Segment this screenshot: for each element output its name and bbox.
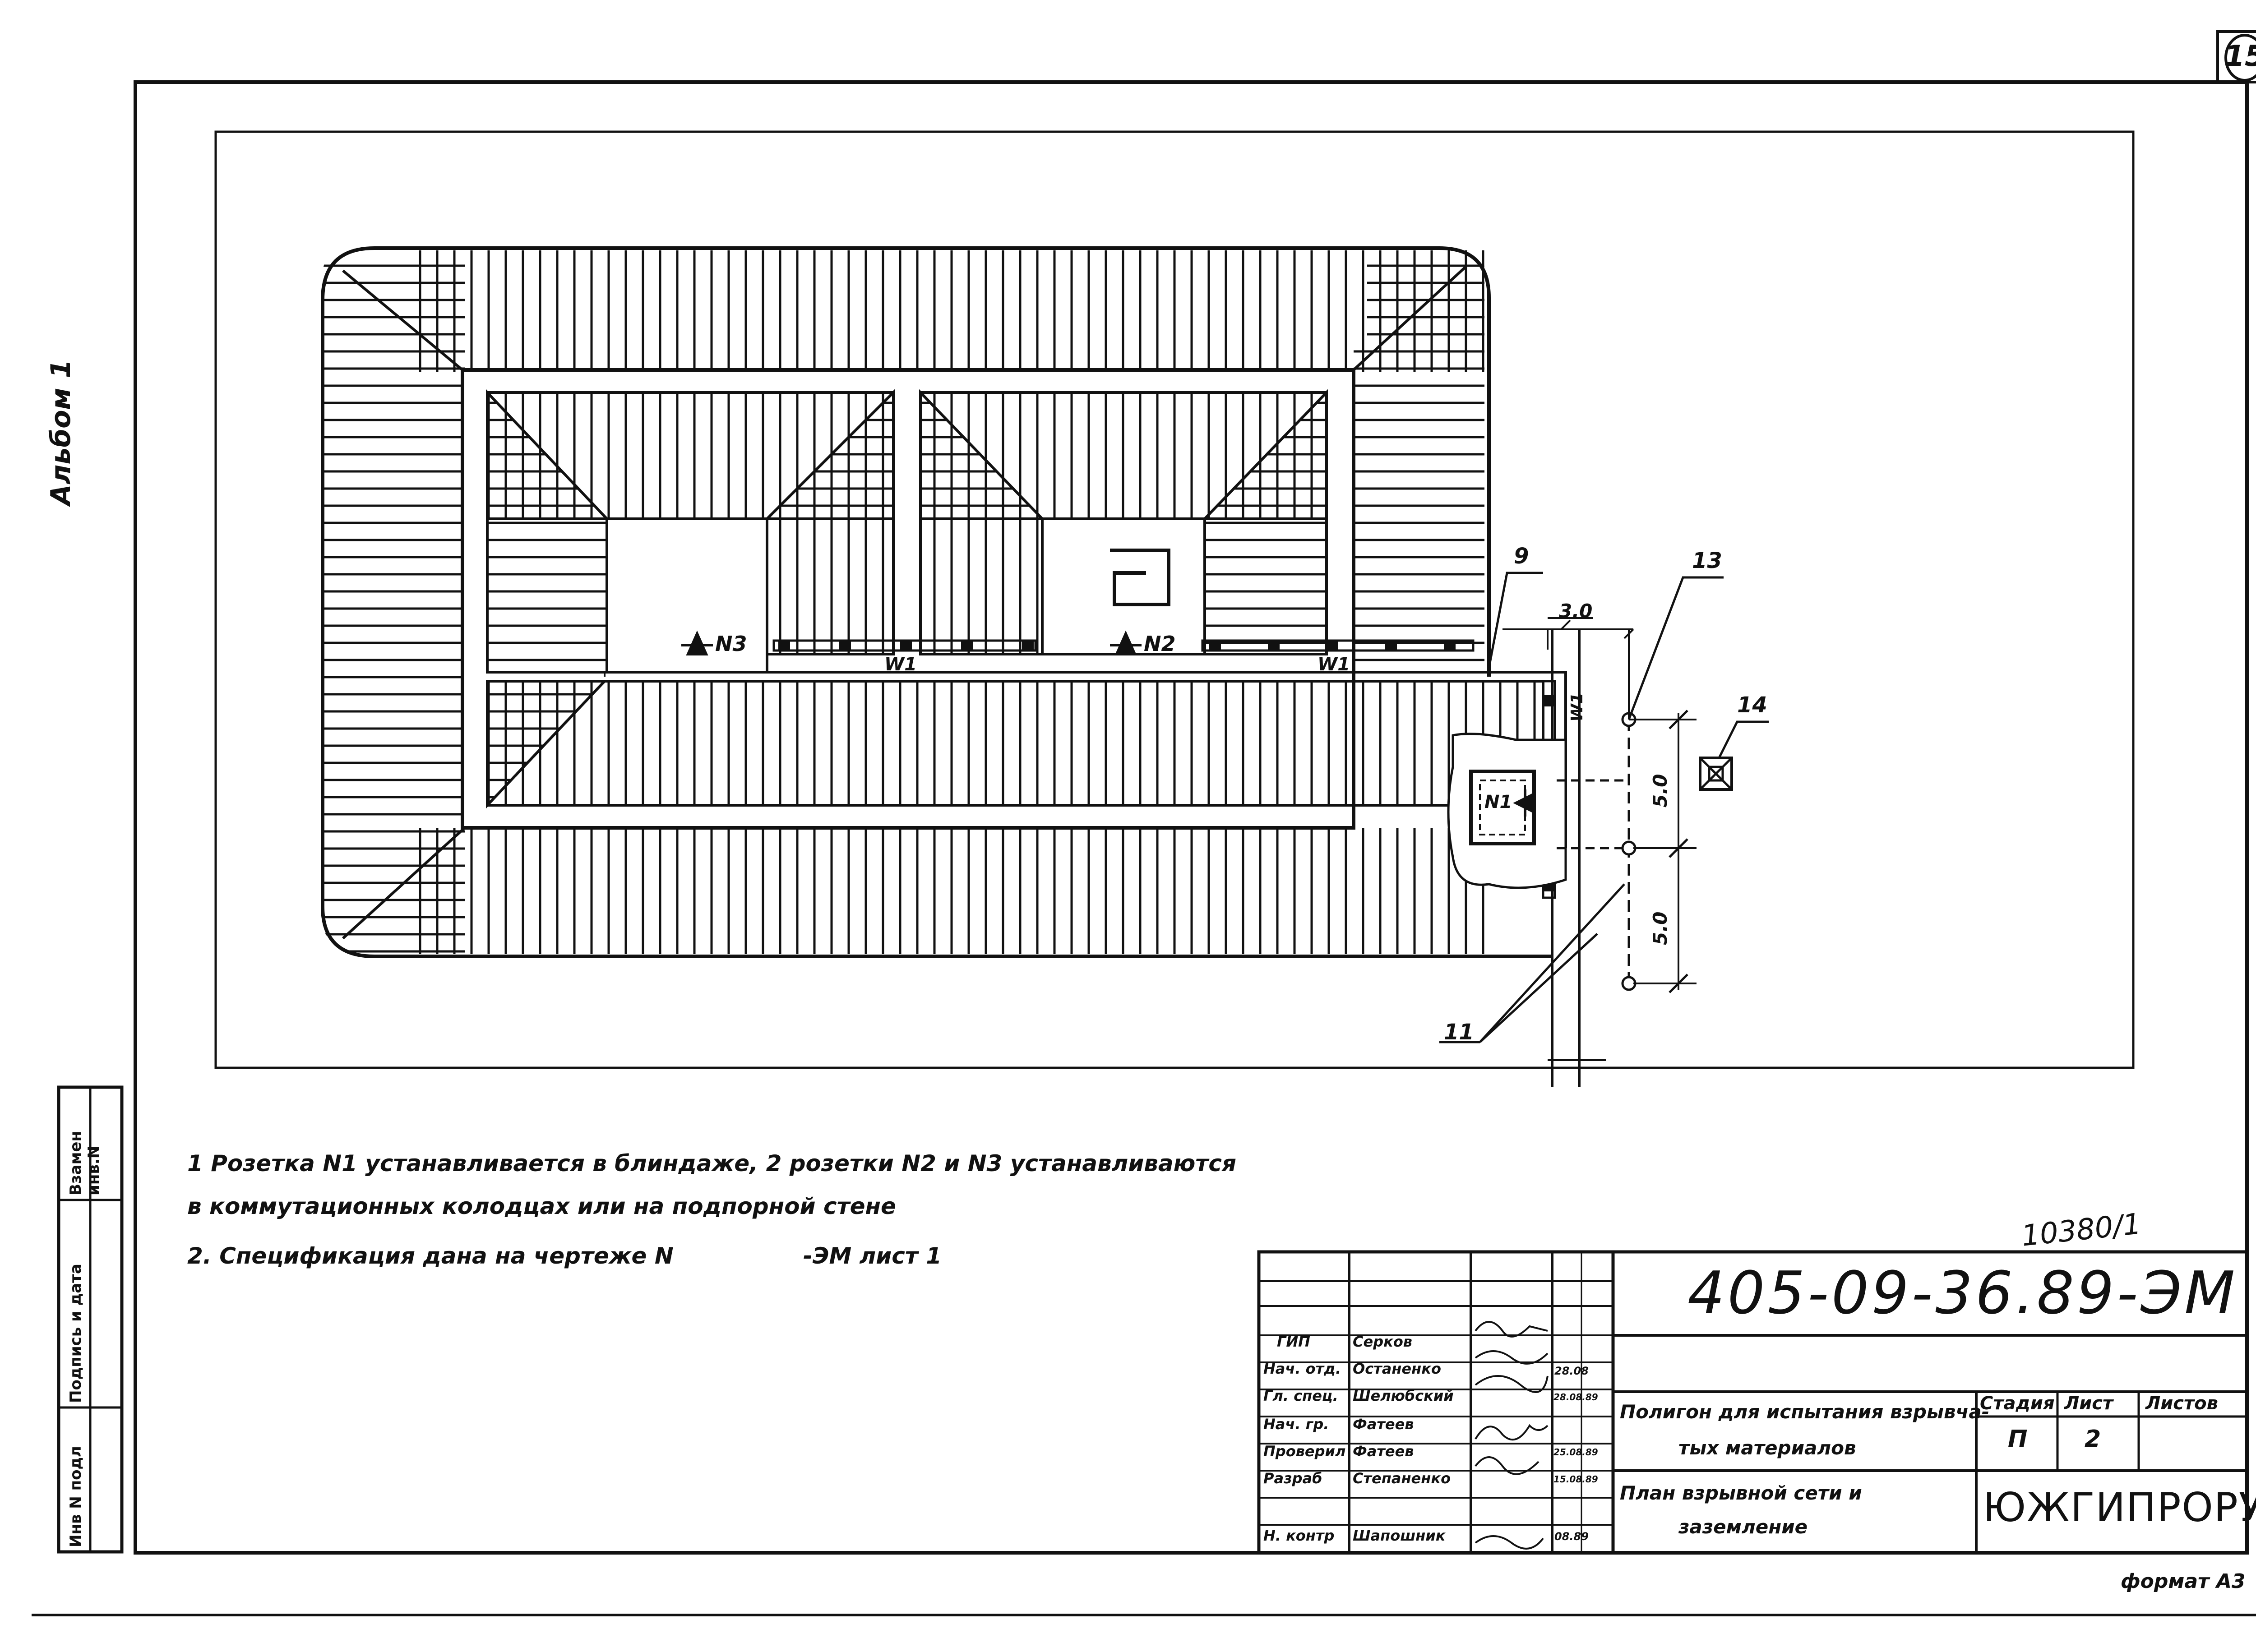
note-line-3a: 2. Спецификация дана на чертеже N — [187, 1243, 674, 1269]
sig-role-6: Н. контр — [1263, 1527, 1335, 1544]
sig-name-1: Останенко — [1353, 1360, 1441, 1377]
dimension-5-0-upper: 5.0 — [1649, 774, 1671, 808]
stage-value: П — [2008, 1426, 2028, 1453]
sig-date-6: 08.89 — [1554, 1530, 1589, 1543]
object-name-line-1: Полигон для испытания взрывча- — [1620, 1401, 1990, 1423]
side-stamp-inv-original: Инв N подл — [67, 1446, 85, 1547]
sig-date-4: 25.08.89 — [1553, 1447, 1598, 1458]
document-code: 405-09-36.89-ЭМ — [1687, 1259, 2238, 1327]
sig-name-5: Степаненко — [1353, 1470, 1451, 1487]
organization-name: ЮЖГИПРОРУДА — [1983, 1484, 2256, 1531]
sig-role-5: Разраб — [1263, 1470, 1322, 1487]
sig-date-2: 28.08.89 — [1553, 1392, 1598, 1403]
callout-9: 9 — [1514, 544, 1529, 569]
callout-13: 13 — [1692, 548, 1722, 573]
sig-name-2: Шелюбский — [1353, 1387, 1454, 1404]
socket-n1-label: N1 — [1484, 792, 1512, 812]
format-label: формат А3 — [2121, 1570, 2246, 1593]
sig-role-3: Нач. гр. — [1263, 1416, 1329, 1433]
side-stamp-replaced-inv: Взамен инв.N — [67, 1131, 103, 1195]
note-line-1: 1 Розетка N1 устанавливается в блиндаже,… — [187, 1150, 1236, 1177]
cable-w1-label-b: W1 — [1318, 654, 1350, 675]
dimension-3-0: 3.0 — [1559, 600, 1593, 622]
socket-n2-label: N2 — [1144, 632, 1176, 656]
sig-name-4: Фатеев — [1353, 1443, 1414, 1460]
stage-header: Стадия — [1980, 1393, 2055, 1414]
sheet-title-line-1: План взрывной сети и — [1620, 1482, 1862, 1504]
sig-name-0: Серков — [1353, 1333, 1413, 1350]
sig-role-2: Гл. спец. — [1263, 1387, 1338, 1404]
cable-w1-label-a: W1 — [884, 654, 917, 675]
callout-14: 14 — [1737, 692, 1767, 718]
sheet-title-line-2: заземление — [1678, 1516, 1808, 1538]
sig-date-5: 15.08.89 — [1553, 1474, 1598, 1485]
sig-role-1: Нач. отд. — [1263, 1360, 1341, 1377]
note-line-2: в коммутационных колодцах или на подпорн… — [187, 1193, 896, 1219]
sig-role-0: ГИП — [1277, 1333, 1310, 1350]
sig-name-6: Шапошник — [1353, 1527, 1446, 1544]
side-stamp-signature-date: Подпись и дата — [67, 1264, 85, 1403]
sheet-value: 2 — [2085, 1426, 2101, 1453]
object-name-line-2: тых материалов — [1678, 1437, 1856, 1459]
sheets-header: Листов — [2145, 1393, 2218, 1414]
dimension-5-0-lower: 5.0 — [1649, 911, 1671, 945]
sig-name-3: Фатеев — [1353, 1416, 1414, 1433]
sheet-header: Лист — [2064, 1393, 2113, 1414]
callout-11: 11 — [1444, 1020, 1474, 1045]
sig-role-4: Проверил — [1263, 1443, 1346, 1460]
page-number: 15 — [2224, 40, 2256, 73]
cable-w1-label-c: W1 — [1568, 692, 1586, 722]
note-line-3b: -ЭМ лист 1 — [803, 1243, 942, 1269]
album-label: Альбом 1 — [45, 359, 77, 505]
socket-n3-label: N3 — [715, 632, 747, 656]
sig-date-1: 28.08 — [1554, 1365, 1589, 1377]
